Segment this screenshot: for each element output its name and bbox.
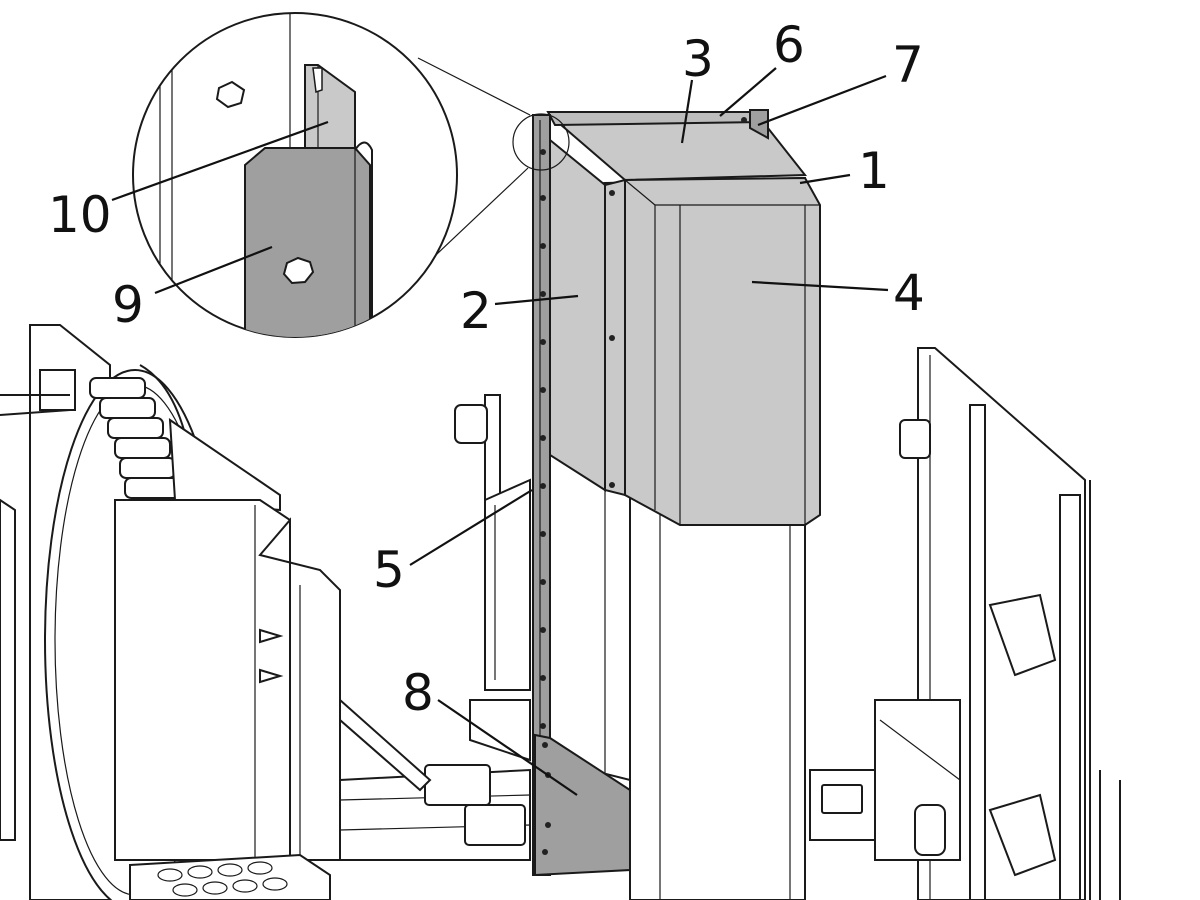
carousel-guard bbox=[168, 418, 281, 512]
magnifier-projection-top bbox=[417, 57, 531, 116]
detail-plate-hole bbox=[282, 256, 315, 285]
door-frame bbox=[484, 478, 531, 691]
right-door-edge bbox=[969, 404, 986, 900]
right-side-post bbox=[1059, 494, 1081, 900]
leader-10 bbox=[111, 120, 329, 202]
panel-4-front-cover bbox=[604, 176, 821, 526]
door-handle bbox=[454, 404, 488, 444]
leader-1 bbox=[799, 173, 851, 185]
detail-magnifier bbox=[132, 12, 570, 338]
callout-4: 4 bbox=[893, 264, 925, 322]
leader-2 bbox=[494, 294, 579, 306]
leader-7 bbox=[757, 74, 887, 127]
panel-2-lower bbox=[549, 453, 631, 782]
leader-8 bbox=[437, 699, 578, 796]
magnifier-reference-circle bbox=[512, 113, 570, 171]
panel-6-top-rear bbox=[546, 111, 766, 127]
callout-6: 6 bbox=[773, 16, 805, 74]
leader-4 bbox=[751, 280, 889, 292]
tool-tray bbox=[129, 853, 331, 900]
callout-9: 9 bbox=[112, 276, 144, 334]
leader-lines bbox=[111, 67, 889, 796]
callout-5: 5 bbox=[373, 541, 405, 599]
callout-8: 8 bbox=[402, 664, 434, 722]
tool-carousel bbox=[89, 364, 196, 499]
chip-tray-upper bbox=[988, 593, 1057, 677]
leader-6 bbox=[719, 67, 777, 117]
panel-2-side bbox=[549, 137, 606, 492]
callout-2: 2 bbox=[460, 282, 492, 340]
callout-7: 7 bbox=[892, 36, 924, 94]
callout-3: 3 bbox=[682, 30, 714, 88]
left-frame-window bbox=[39, 369, 76, 411]
detail-nut bbox=[215, 80, 246, 109]
right-handle bbox=[899, 419, 931, 459]
leader-9 bbox=[154, 245, 273, 295]
bracket-8 bbox=[534, 733, 631, 877]
right-machine bbox=[809, 347, 1121, 900]
callout-10: 10 bbox=[48, 186, 112, 244]
leader-5 bbox=[409, 489, 533, 566]
column-lower bbox=[629, 494, 806, 900]
callout-1: 1 bbox=[858, 142, 890, 200]
left-machine bbox=[0, 324, 341, 900]
center-background bbox=[339, 394, 531, 861]
chip-tray-lower bbox=[988, 793, 1057, 877]
callout-labels: 1 2 3 4 5 6 7 8 9 10 bbox=[48, 16, 925, 722]
detail-part-9 bbox=[244, 147, 371, 337]
leader-3 bbox=[680, 79, 694, 144]
